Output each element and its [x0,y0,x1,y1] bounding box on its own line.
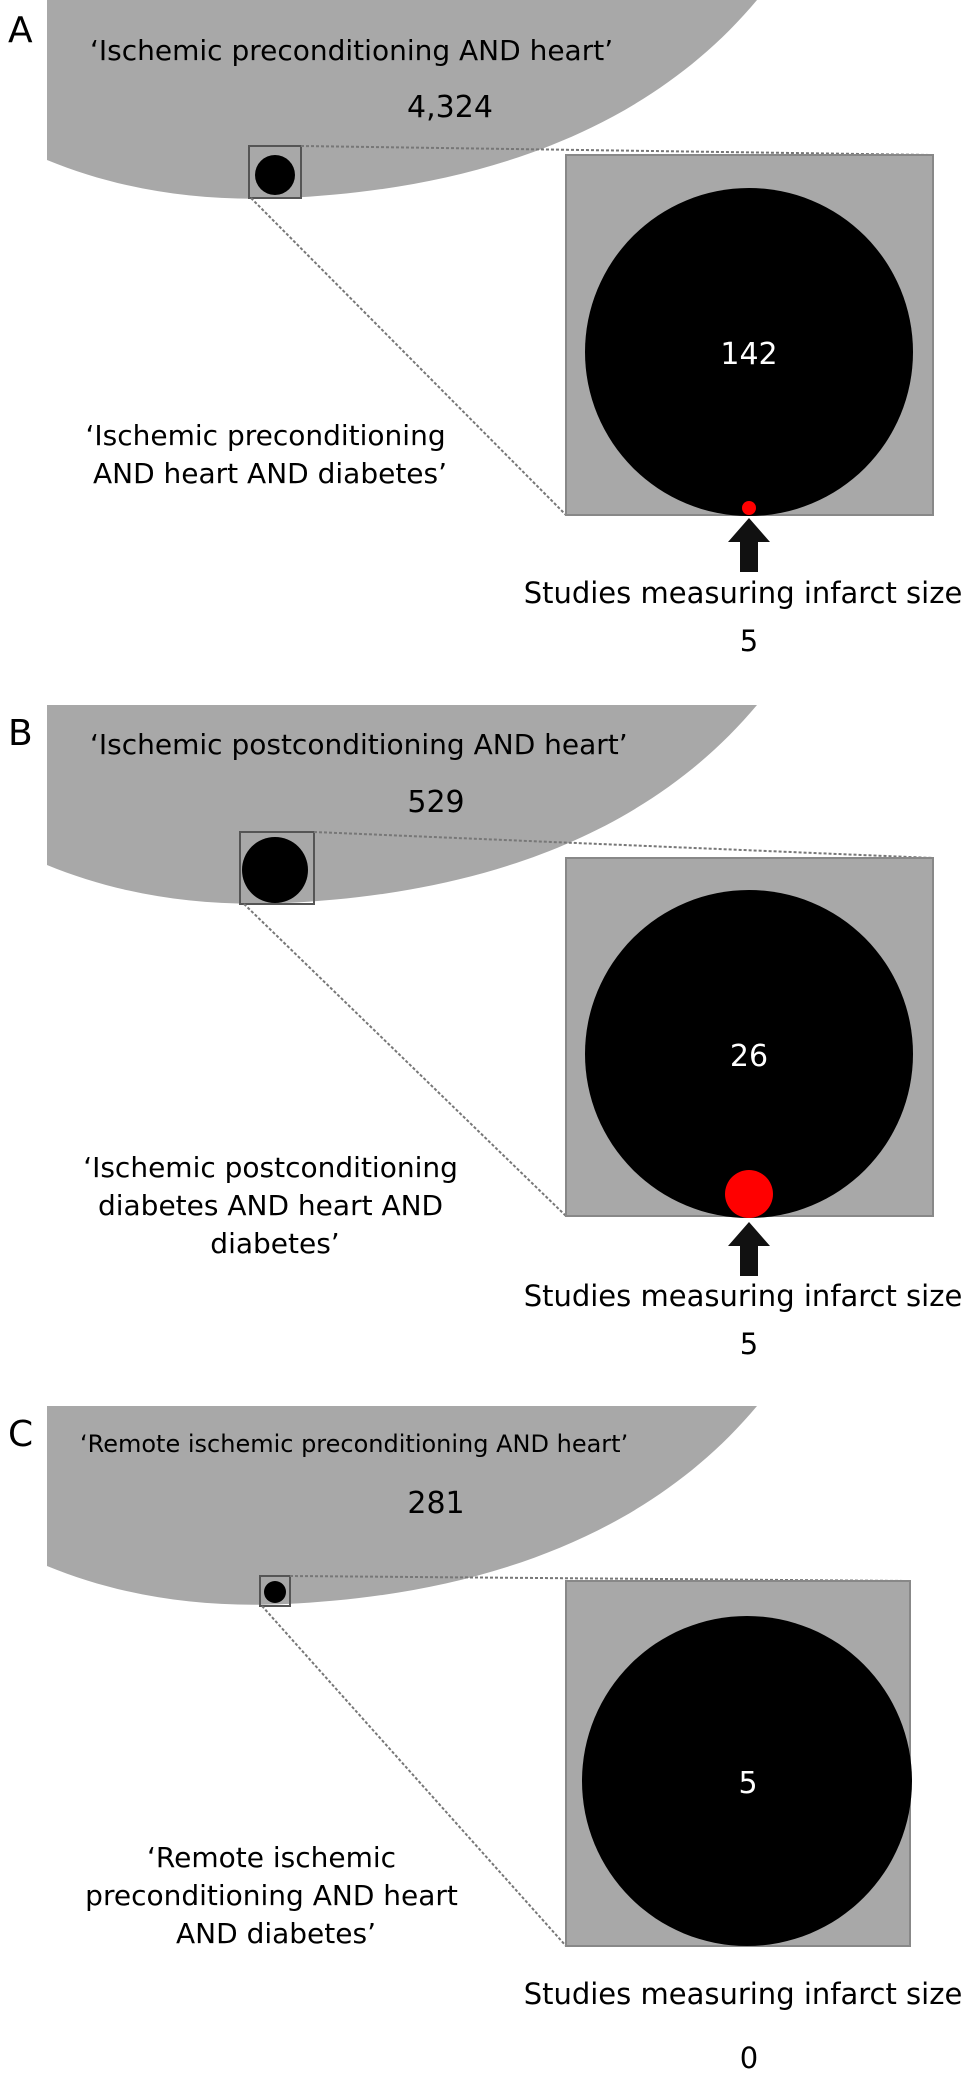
measured-set-marker [742,501,756,515]
query-count: 4,324 [407,90,493,125]
sub-set-marker [264,1581,286,1603]
measured-set-marker [725,1170,773,1218]
zoom-source-box [259,1575,291,1607]
panel-b: B ‘Ischemic postconditioning AND heart’ … [8,705,962,1361]
sub-set-count: 142 [720,337,777,372]
panel-a: A ‘Ischemic preconditioning AND heart’ 4… [8,0,962,658]
measure-count: 5 [740,624,758,658]
sub-query-label: ‘Remote ischemic preconditioning AND hea… [85,1841,467,1950]
sub-set-zoomed [582,1616,912,1946]
query-count: 529 [407,785,464,820]
measure-label: Studies measuring infarct size [524,576,963,610]
zoom-source-box [248,145,302,199]
sub-set-marker [242,837,308,903]
big-set-shape [47,0,757,199]
sub-set-marker [255,155,295,195]
big-set-shape [47,1406,757,1605]
zoom-connector-bottom [250,197,567,516]
zoom-connector-top [300,145,934,156]
big-set-shape [47,705,757,904]
sub-query-label: ‘Ischemic preconditioning AND heart AND … [85,419,454,490]
sub-set-count: 26 [730,1039,768,1074]
panel-c: C ‘Remote ischemic preconditioning AND h… [8,1406,962,2075]
measure-label: Studies measuring infarct size [524,1279,963,1313]
query-label: ‘Ischemic preconditioning AND heart’ [90,34,613,67]
measure-label: Studies measuring infarct size [524,1977,963,2011]
panel-letter: A [8,10,33,51]
panel-letter: C [8,1414,33,1455]
sub-query-label: ‘Ischemic postconditioning diabetes AND … [83,1151,467,1260]
query-label: ‘Remote ischemic preconditioning AND hea… [80,1430,628,1458]
arrow-up-icon [728,1222,770,1276]
query-count: 281 [407,1486,464,1521]
zoom-source-box [239,831,315,905]
sub-set-count: 5 [738,1766,757,1801]
measure-count: 5 [740,1327,758,1361]
zoom-connector-top [313,831,934,859]
query-label: ‘Ischemic postconditioning AND heart’ [90,728,628,761]
measure-count: 0 [740,2041,758,2075]
sub-set-zoomed [585,188,913,516]
panel-letter: B [8,713,33,754]
sub-set-zoomed [585,890,913,1218]
zoom-connector-bottom [261,1605,567,1947]
arrow-up-icon [728,518,770,572]
